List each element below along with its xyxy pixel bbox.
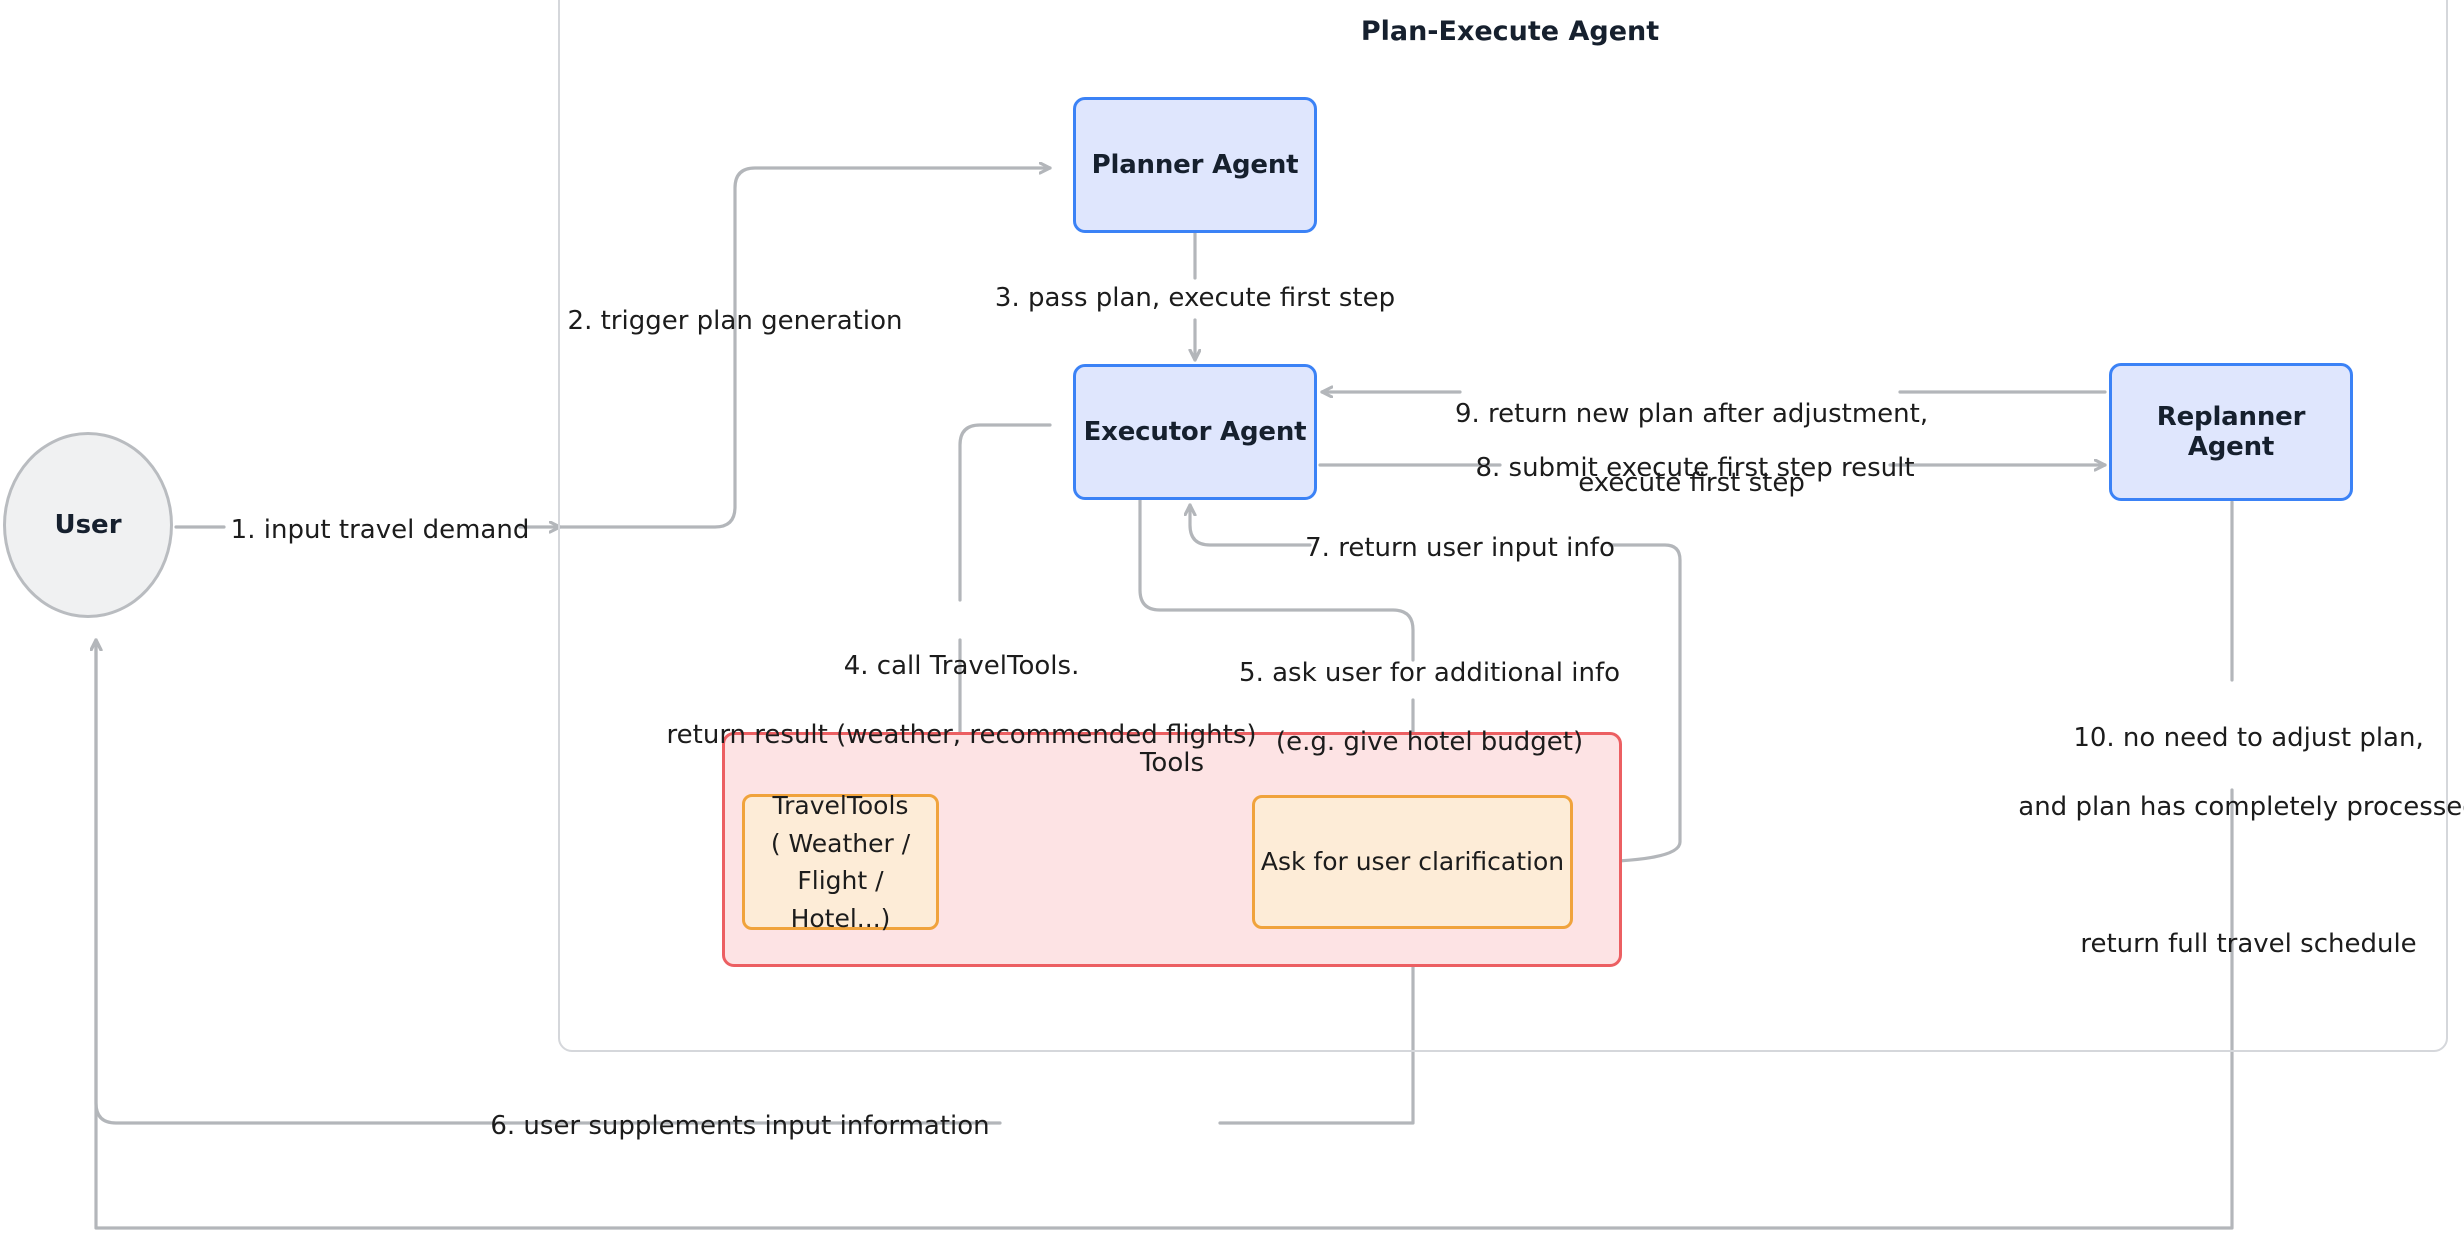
user-label: User xyxy=(54,510,122,540)
edge-label-step10-spacer xyxy=(2244,861,2252,891)
edge-label-step10-line1: 10. no need to adjust plan, xyxy=(2073,723,2424,754)
edge-label-step4-line1: 4. call TravelTools. xyxy=(843,651,1080,682)
executor-agent-node[interactable]: Executor Agent xyxy=(1073,364,1317,500)
edge-label-step8: 8. submit execute first step result xyxy=(1475,453,1915,483)
edge-label-step2: 2. trigger plan generation xyxy=(567,306,903,336)
edge-label-step5-line1: 5. ask user for additional info xyxy=(1239,658,1621,689)
edge-label-step7: 7. return user input info xyxy=(1305,533,1615,563)
edge-label-step9-line1: 9. return new plan after adjustment, xyxy=(1454,399,1929,430)
edge-label-step5-line2: (e.g. give hotel budget) xyxy=(1275,726,1584,757)
ask-user-clarification-label: Ask for user clarification xyxy=(1260,847,1565,877)
executor-agent-label: Executor Agent xyxy=(1083,417,1307,447)
edge-label-step5: 5. ask user for additional info (e.g. gi… xyxy=(1206,622,1620,794)
travel-tools-title: TravelTools xyxy=(772,791,909,820)
replanner-agent-node[interactable]: Replanner Agent xyxy=(2109,363,2353,501)
edge-label-step4-line2: return result (weather, recommended flig… xyxy=(666,719,1257,750)
edge-label-step9: 9. return new plan after adjustment, exe… xyxy=(1422,363,1928,535)
ask-user-clarification-node[interactable]: Ask for user clarification xyxy=(1252,795,1573,929)
plan-execute-agent-container xyxy=(558,0,2448,1052)
travel-tools-node[interactable]: TravelTools ( Weather / Flight / Hotel..… xyxy=(742,791,939,933)
tools-group-label: Tools xyxy=(1139,748,1205,778)
edge-label-step4: 4. call TravelTools. return result (weat… xyxy=(633,615,1257,787)
travel-tools-subtitle: ( Weather / Flight / Hotel...) xyxy=(770,828,911,933)
planner-agent-node[interactable]: Planner Agent xyxy=(1073,97,1317,233)
edge-label-step1: 1. input travel demand xyxy=(230,515,530,545)
page-title: Plan-Execute Agent xyxy=(1360,16,1660,47)
edge-label-step6: 6. user supplements input information xyxy=(490,1111,990,1141)
edge-label-step10: 10. no need to adjust plan, and plan has… xyxy=(1985,687,2464,996)
replanner-agent-label: Replanner Agent xyxy=(2156,402,2306,462)
user-node[interactable]: User xyxy=(3,432,173,618)
edge-label-step3: 3. pass plan, execute first step xyxy=(994,283,1396,313)
edge-label-step9-line2: execute first step xyxy=(1578,467,1805,498)
planner-agent-label: Planner Agent xyxy=(1091,150,1299,180)
edge-label-step10-line3: return full travel schedule xyxy=(2080,929,2417,960)
edge-label-step10-line2: and plan has completely processed xyxy=(2018,791,2464,822)
